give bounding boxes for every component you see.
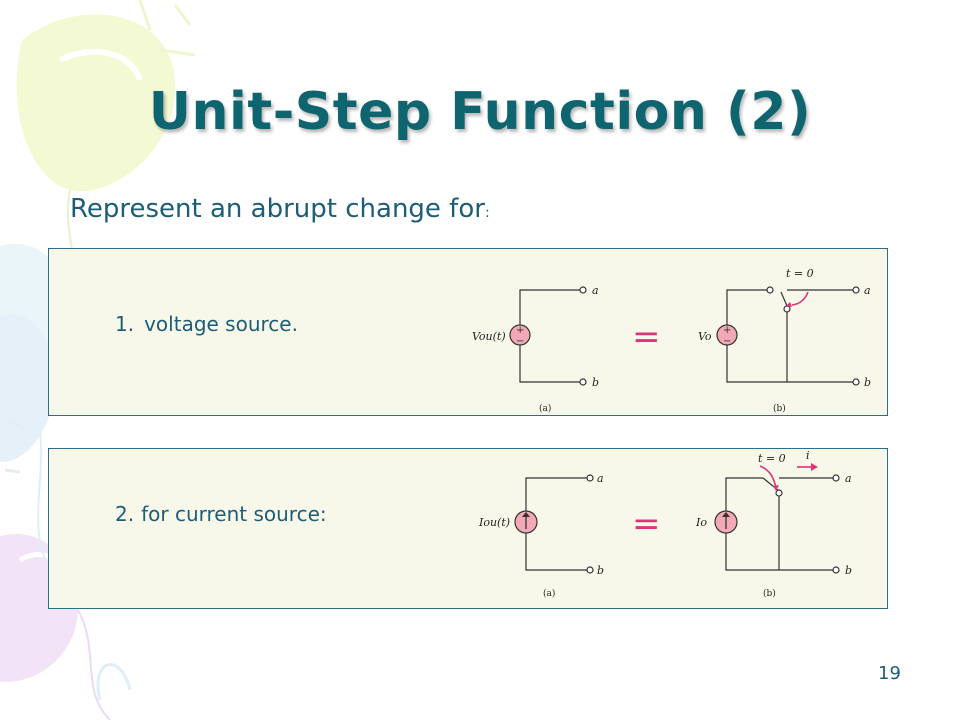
switch-arrow-icon: [759, 465, 777, 489]
svg-text:−: −: [516, 336, 524, 347]
voltage-source-icon: [509, 324, 738, 346]
source-label-b: Vo: [698, 330, 712, 343]
subtitle-colon: :: [484, 205, 490, 221]
source-label-a: Vou(t): [472, 330, 506, 343]
svg-text:+: +: [516, 325, 524, 336]
switch-label: t = 0: [758, 452, 786, 465]
current-label: i: [806, 449, 810, 462]
voltage-source-panel: [48, 248, 888, 416]
node-a-label: a: [845, 472, 852, 485]
node-b-label: b: [597, 564, 604, 577]
node-b-label: b: [592, 376, 599, 389]
svg-text:+: +: [723, 325, 731, 336]
terminal-nodes: [586, 474, 840, 574]
list-item-voltage: 1. voltage source.: [115, 312, 298, 336]
node-a-label: a: [592, 284, 599, 297]
list-text: voltage source.: [144, 312, 298, 336]
caption-b: (b): [763, 588, 776, 599]
caption-a: (a): [539, 403, 551, 414]
svg-text:−: −: [723, 336, 731, 347]
equals-sign: =: [632, 317, 661, 357]
node-a-label: a: [864, 284, 871, 297]
subtitle: Represent an abrupt change for:: [70, 194, 490, 224]
source-label-b: Io: [695, 516, 707, 529]
node-b-label: b: [864, 376, 871, 389]
list-number: 2.: [115, 502, 135, 526]
caption-a: (a): [543, 588, 555, 599]
page-number: 19: [878, 663, 901, 684]
node-b-label: b: [845, 564, 852, 577]
node-a-label: a: [597, 472, 604, 485]
switch-arrow-icon: [791, 291, 809, 306]
subtitle-text: Represent an abrupt change for: [70, 194, 485, 224]
switch-label: t = 0: [786, 267, 814, 280]
equals-sign: =: [632, 504, 661, 544]
source-label-a: Iou(t): [478, 516, 510, 529]
list-item-current: 2.for current source:: [115, 502, 327, 526]
page-title: Unit-Step Function (2): [148, 82, 812, 142]
caption-b: (b): [773, 403, 786, 414]
list-number: 1.: [115, 312, 135, 336]
current-source-panel: [48, 448, 888, 609]
list-text: for current source:: [141, 502, 327, 526]
terminal-nodes: [579, 286, 860, 386]
